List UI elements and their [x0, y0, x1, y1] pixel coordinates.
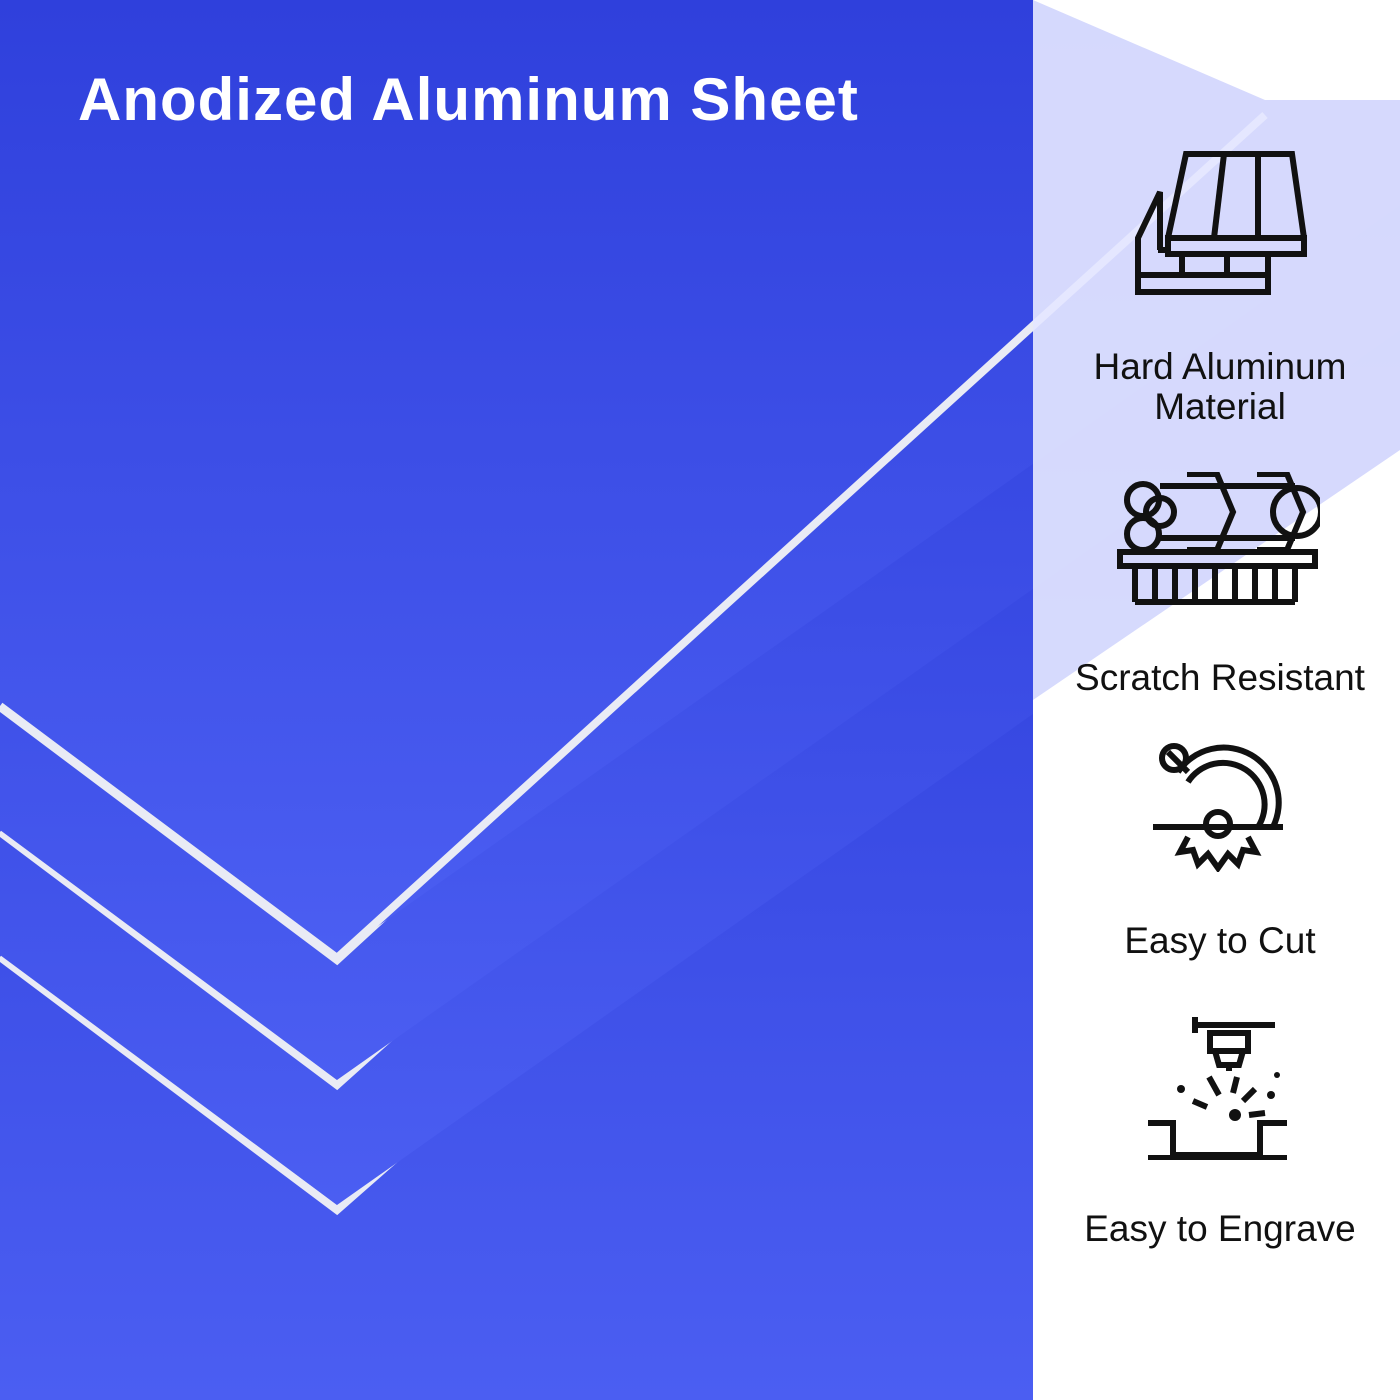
- feature-label-easy-to-cut: Easy to Cut: [1040, 921, 1400, 961]
- stacked-planks-icon: [1135, 151, 1307, 295]
- sheet-1-edge: [0, 112, 1268, 964]
- right-white-area: [1033, 450, 1400, 1400]
- laser-engraver-icon: [1148, 1017, 1287, 1160]
- feature-label-line: Material: [1154, 386, 1286, 427]
- circular-saw-icon: [1153, 743, 1283, 872]
- feature-label-hard-aluminum: Hard Aluminum Material: [1040, 347, 1400, 427]
- page-title: Anodized Aluminum Sheet: [78, 66, 859, 133]
- feature-label-line: Scratch Resistant: [1075, 657, 1365, 698]
- top-right-white: [1033, 0, 1400, 100]
- feature-label-easy-to-engrave: Easy to Engrave: [1040, 1209, 1400, 1249]
- stacked-beams-icon: [1117, 472, 1320, 605]
- feature-label-line: Easy to Cut: [1124, 920, 1316, 961]
- feature-label-scratch-resistant: Scratch Resistant: [1040, 658, 1400, 698]
- feature-label-line: Easy to Engrave: [1084, 1208, 1356, 1249]
- feature-label-line: Hard Aluminum: [1093, 346, 1347, 387]
